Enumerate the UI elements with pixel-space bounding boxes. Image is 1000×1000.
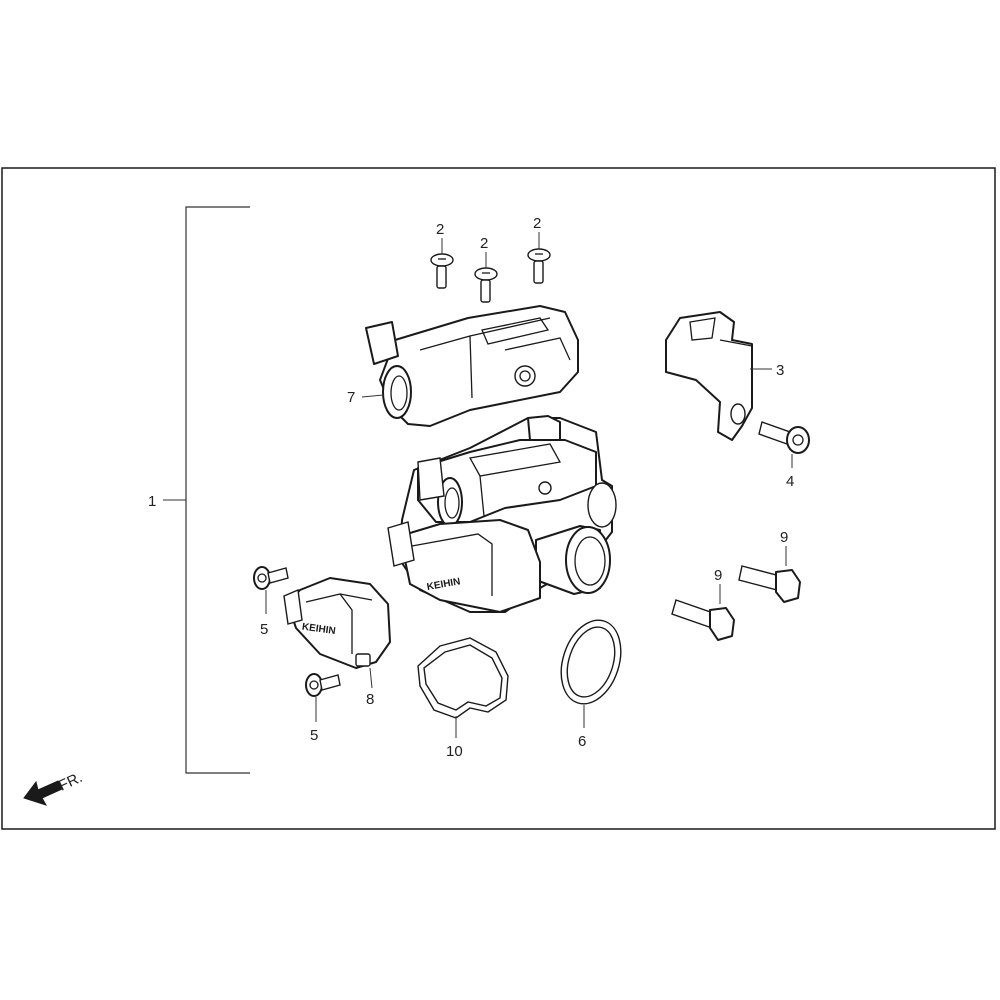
callout-2-right[interactable]: 2 bbox=[533, 215, 541, 232]
front-label: FR. bbox=[56, 769, 85, 795]
diagram-frame bbox=[1, 167, 996, 830]
callout-3[interactable]: 3 bbox=[776, 362, 784, 379]
callout-5-bottom[interactable]: 5 bbox=[310, 727, 318, 744]
bolt-9-left[interactable]: 9 bbox=[671, 567, 735, 641]
bolt-4[interactable]: 4 bbox=[758, 421, 810, 490]
brand-side: KEIHIN bbox=[301, 622, 336, 638]
front-arrow-icon bbox=[23, 780, 63, 806]
sensor-unit-7[interactable]: 7 bbox=[347, 305, 579, 427]
callout-6[interactable]: 6 bbox=[578, 733, 586, 750]
callout-2-left[interactable]: 2 bbox=[436, 221, 444, 238]
front-direction-indicator: FR. bbox=[23, 769, 85, 806]
callout-7[interactable]: 7 bbox=[347, 389, 355, 406]
screw-5-bottom[interactable]: 5 bbox=[305, 673, 341, 744]
gasket-10[interactable]: 10 bbox=[417, 637, 509, 760]
callout-5-top[interactable]: 5 bbox=[260, 621, 268, 638]
screw-2-right[interactable]: 2 bbox=[527, 215, 551, 284]
callout-8[interactable]: 8 bbox=[366, 691, 374, 708]
screw-2-middle[interactable]: 2 bbox=[474, 235, 498, 303]
bracket-3[interactable]: 3 bbox=[665, 311, 784, 441]
screw-5-top[interactable]: 5 bbox=[253, 566, 289, 638]
throttle-body[interactable]: KEIHIN bbox=[387, 415, 617, 613]
callout-9-right[interactable]: 9 bbox=[780, 529, 788, 546]
assembly-bracket: 1 bbox=[148, 206, 250, 774]
bolt-9-right[interactable]: 9 bbox=[738, 529, 801, 603]
sensor-8[interactable]: KEIHIN 8 bbox=[283, 577, 391, 708]
screw-2-left[interactable]: 2 bbox=[430, 221, 454, 289]
callout-10[interactable]: 10 bbox=[446, 743, 463, 760]
callout-2-middle[interactable]: 2 bbox=[480, 235, 488, 252]
o-ring-6[interactable]: 6 bbox=[551, 612, 631, 750]
callout-1[interactable]: 1 bbox=[148, 493, 156, 510]
callout-9-left[interactable]: 9 bbox=[714, 567, 722, 584]
callout-4[interactable]: 4 bbox=[786, 473, 794, 490]
